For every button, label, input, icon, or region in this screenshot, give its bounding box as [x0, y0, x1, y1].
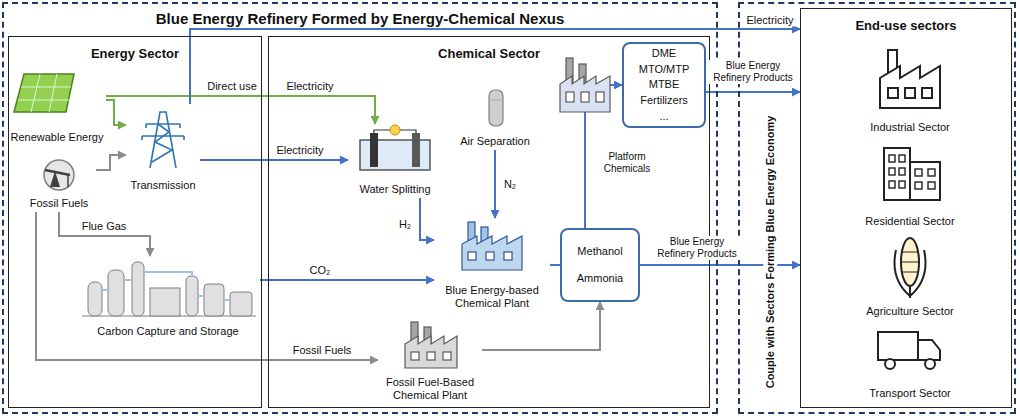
energy-source: Renewable Energy — [8, 68, 106, 146]
flow-arrow — [494, 150, 496, 218]
flow-label: H₂ — [397, 218, 413, 231]
oil-well-icon — [44, 160, 74, 190]
flow-label: Direct use — [205, 80, 259, 93]
flow-label: Electricity — [274, 144, 325, 157]
flow-label: Electricity — [744, 14, 795, 27]
refinery-frame: Renewable EnergyTransmissionFossil Fuels… — [2, 2, 718, 414]
flow-label: N₂ — [502, 178, 518, 191]
node-label: ... — [659, 110, 668, 123]
end-use-sector: Transport Sector — [840, 322, 980, 402]
flow-arrow — [36, 212, 378, 360]
node-label: Transmission — [131, 179, 196, 192]
flow-arrow — [550, 264, 560, 266]
node-label: Renewable Energy — [11, 131, 104, 144]
chemical-plant: Blue Energy-based Chemical Plant — [434, 218, 550, 312]
flow-label: CO₂ — [308, 264, 333, 277]
industrial-building-icon — [880, 50, 940, 108]
grid-component: Transmission — [126, 104, 200, 194]
solar-panel-icon — [14, 74, 74, 112]
node-label: Residential Sector — [865, 215, 954, 228]
corn-icon — [895, 238, 926, 298]
flow-arrow — [706, 91, 800, 93]
flow-arrow — [96, 155, 126, 170]
air-separation-column-icon — [489, 90, 503, 126]
chemical-plant: Fossil Fuel-Based Chemical Plant — [378, 318, 482, 404]
truck-icon — [878, 332, 940, 369]
node-label: DME — [652, 47, 676, 60]
section-title: Blue Energy Refinery Formed by Energy-Ch… — [156, 9, 564, 28]
vertical-caption: Couple with Sectors Forming Blue Energy … — [763, 116, 777, 389]
node-label: MTO/MTP — [639, 63, 690, 76]
flow-arrow — [420, 198, 434, 240]
carbon-capture-plant-illustration — [82, 262, 256, 316]
electrolyzer-icon — [360, 125, 430, 170]
flow-label: Flue Gas — [80, 220, 129, 233]
capture-unit: Carbon Capture and Storage — [76, 256, 260, 340]
flow-arrow — [106, 100, 126, 125]
flow-label: Electricity — [284, 80, 335, 93]
residential-building-icon — [884, 148, 940, 200]
fossil-chemical-plant-icon — [405, 322, 457, 368]
process-unit: Water Splitting — [348, 124, 442, 198]
process-unit: Air Separation — [452, 86, 538, 150]
node-label: Industrial Sector — [870, 121, 949, 134]
end-use-panel: Industrial SectorResidential SectorAgric… — [800, 8, 1012, 408]
node-label: Air Separation — [460, 135, 530, 148]
node-label: Methanol — [577, 245, 622, 258]
section-title: End-use sectors — [855, 17, 956, 34]
product-box: DME MTO/MTP MTBE Fertilizers... — [622, 42, 706, 128]
flow-label: Platform Chemicals — [589, 151, 665, 175]
node-label: Fertilizers — [640, 94, 688, 107]
node-label: Fossil Fuels — [30, 197, 89, 210]
flow-arrow — [482, 302, 600, 350]
transmission-tower-icon — [142, 112, 184, 168]
end-use-sector: Residential Sector — [840, 140, 980, 230]
flow-label: Blue Energy Refinery Products — [650, 236, 744, 260]
flow-arrow — [59, 212, 150, 256]
blue-chemical-plant-icon — [462, 222, 522, 270]
node-label: Ammonia — [577, 272, 623, 285]
flow-arrow — [260, 279, 434, 281]
refinery-plant-icon — [560, 58, 610, 112]
end-use-sector: Industrial Sector — [840, 44, 980, 136]
node-label: Carbon Capture and Storage — [97, 325, 238, 338]
energy-source: Fossil Fuels — [22, 158, 96, 212]
node-label: Water Splitting — [359, 183, 430, 196]
end-use-sector: Agriculture Sector — [840, 232, 980, 320]
node-label: MTBE — [649, 78, 680, 91]
node-label: Transport Sector — [869, 387, 951, 400]
flow-arrow — [200, 159, 348, 161]
flow-label: Fossil Fuels — [291, 344, 354, 357]
section-title: Chemical Sector — [438, 45, 540, 62]
node-label: Fossil Fuel-Based Chemical Plant — [380, 376, 480, 402]
product-box: MethanolAmmonia — [560, 228, 640, 302]
node-label: Agriculture Sector — [866, 305, 953, 318]
node-label: Blue Energy-based Chemical Plant — [436, 284, 548, 310]
section-title: Energy Sector — [91, 45, 179, 62]
flow-arrow — [106, 96, 375, 124]
flow-label: Blue Energy Refinery Products — [706, 60, 800, 84]
